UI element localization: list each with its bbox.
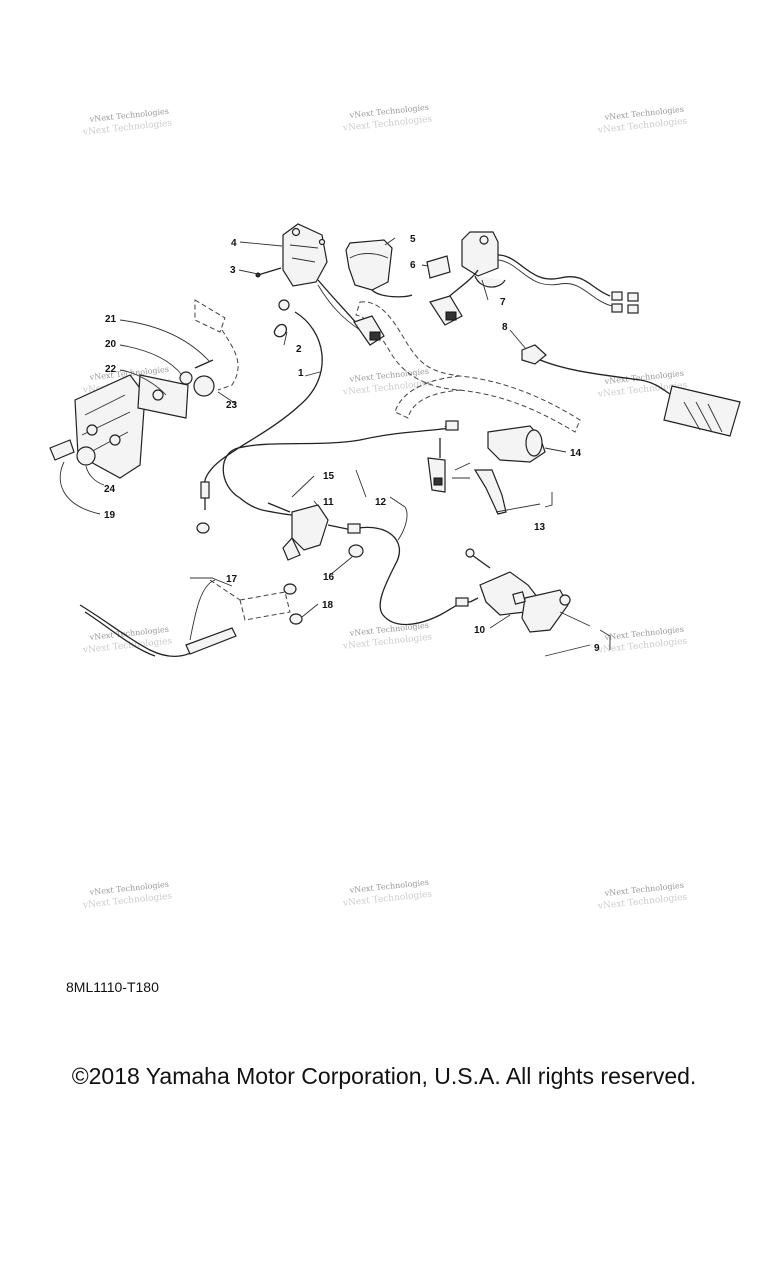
master-cylinder: [465, 548, 591, 633]
callout-7: 7: [500, 297, 506, 308]
heater-switch: [461, 231, 506, 288]
callout-19: 19: [104, 510, 116, 521]
callout-16: 16: [323, 572, 335, 583]
handlebar-outline: [394, 375, 463, 419]
callout-13: 13: [534, 522, 546, 533]
callout-11: 11: [323, 497, 334, 508]
callout-5: 5: [410, 234, 416, 245]
callout-2: 2: [296, 344, 302, 355]
control-cables: [196, 311, 479, 626]
wire-harnesses: [317, 254, 639, 346]
cable-end: [278, 299, 290, 311]
callout-23: 23: [226, 400, 238, 411]
callouts: 1 2 3 4 5 6 7 8 9 10 11 12 13 14 15 16 1…: [104, 234, 600, 654]
callout-22: 22: [105, 364, 117, 375]
clip: [273, 323, 287, 338]
callout-4: 4: [231, 238, 237, 249]
drawing-code: 8ML1110-T180: [66, 979, 159, 995]
heater-element: [521, 344, 741, 437]
leader-lines: [59, 237, 567, 641]
callout-14: 14: [570, 448, 582, 459]
brake-lever-assembly: [427, 425, 546, 515]
callout-18: 18: [322, 600, 334, 611]
copyright-notice: ©2018 Yamaha Motor Corporation, U.S.A. A…: [71, 1063, 697, 1089]
callout-10: 10: [474, 625, 486, 636]
bracket-13: [495, 492, 553, 513]
switch-housing: [345, 239, 393, 291]
callout-3: 3: [230, 265, 236, 276]
callout-24: 24: [104, 484, 116, 495]
throttle-housing: [255, 223, 328, 287]
callout-21: 21: [105, 314, 117, 325]
callout-8: 8: [502, 322, 508, 333]
brake-switch: [261, 502, 364, 561]
callout-1: 1: [298, 368, 304, 379]
callout-20: 20: [105, 339, 117, 350]
callout-15: 15: [323, 471, 335, 482]
callout-17: 17: [226, 574, 238, 585]
decal: [426, 255, 451, 279]
callout-6: 6: [410, 260, 416, 271]
callout-9: 9: [594, 643, 600, 654]
bracket-9: [544, 629, 611, 657]
carburetor-assembly: [49, 299, 239, 479]
callout-12: 12: [375, 497, 387, 508]
throttle-cable: [79, 579, 303, 657]
handlebar-outline: [355, 301, 581, 433]
